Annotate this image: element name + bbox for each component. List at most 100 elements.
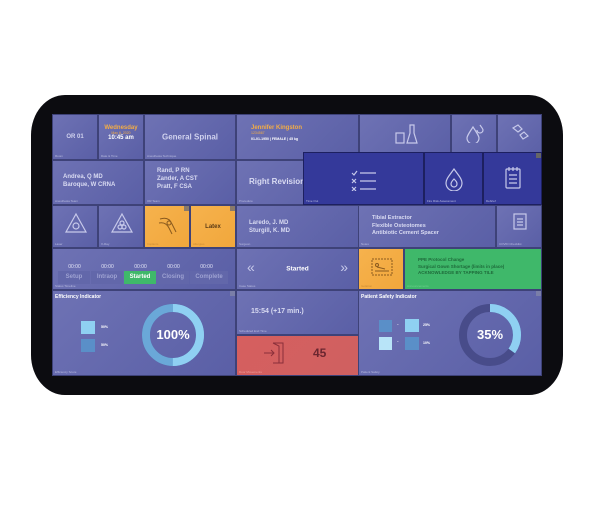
implants-tile[interactable]: Implants	[144, 205, 190, 248]
note-line: Tibial Extractor	[372, 215, 412, 221]
day: Wednesday	[104, 125, 138, 131]
gauge-fill-segment	[459, 304, 521, 366]
announcement-label: Announcements	[407, 284, 429, 288]
room-tile[interactable]: OR 01 Room	[52, 114, 98, 160]
patient-name: Jennifer Kingston	[251, 125, 303, 131]
step-time: 00:00	[101, 264, 114, 270]
safety-gauge	[459, 304, 521, 366]
implants-label: Implants	[147, 242, 159, 246]
fire-icon	[445, 167, 463, 191]
date: May 6, 2020	[111, 131, 131, 135]
efficiency-percent: 100%	[156, 327, 190, 342]
gauge-fill-segment	[142, 304, 204, 366]
surgeon-member: Laredo, J. MD	[249, 220, 289, 226]
or-member: Rand, P RN	[157, 168, 190, 174]
xray-tile[interactable]: X-Ray	[98, 205, 144, 248]
procedure-value: Right Revision	[249, 177, 306, 186]
debrief-tile[interactable]: Debrief	[483, 152, 542, 205]
efficiency-item-value: 50%	[101, 325, 109, 329]
door-movements-tile[interactable]: 45 Door Movements	[236, 335, 359, 376]
note-line: Antibiotic Cement Spacer	[372, 230, 439, 236]
anesthesia-member: Baroque, W CRNA	[63, 182, 116, 188]
step-time: 00:00	[68, 264, 81, 270]
surgeon-tile[interactable]: Laredo, J. MD Sturgill, K. MD Surgeon	[236, 205, 359, 248]
datetime-label: Date & Time	[101, 154, 118, 158]
tile-corner-badge	[230, 206, 235, 211]
step-time: 00:00	[200, 264, 213, 270]
announcement-line: PPE Protocol Change	[418, 257, 465, 262]
efficiency-title: Efficiency Indicator	[55, 294, 102, 300]
laser-warning-icon	[64, 212, 88, 233]
laser-label: Laser	[55, 242, 63, 246]
datetime-tile[interactable]: Wednesday May 6, 2020 10:45 am Date & Ti…	[98, 114, 144, 160]
announcement-tile[interactable]: PPE Protocol Change Surgical Gown Shorta…	[404, 248, 542, 290]
laser-tile[interactable]: Laser	[52, 205, 98, 248]
next-status-chevron-icon[interactable]: »	[340, 259, 348, 275]
anesthesia-technique-label: Anesthesia Technique	[147, 154, 177, 158]
efficiency-item-value: 50%	[101, 343, 109, 347]
checklist-icon	[351, 170, 376, 191]
allergies-label: Allergies	[193, 242, 205, 246]
end-time-tile[interactable]: 15:54 (+17 min.) Scheduled End Time	[236, 290, 359, 335]
drop-icon	[405, 337, 419, 350]
note-line: Flexible Osteotomes	[372, 222, 426, 229]
anesthesia-team-label: Anesthesia Team	[55, 199, 78, 203]
allergies-value: Latex	[205, 223, 221, 230]
allergies-tile[interactable]: Latex Allergies	[190, 205, 236, 248]
safety-item-value: 10%	[423, 341, 431, 345]
anesthesia-team-tile[interactable]: Andrea, Q MD Baroque, W CRNA Anesthesia …	[52, 160, 144, 205]
isolation-label: Isolation	[361, 284, 373, 288]
door-icon	[379, 320, 392, 332]
step-time: 00:00	[134, 264, 147, 270]
time-out-tile[interactable]: Time Out	[303, 152, 424, 205]
patient-details: 01-01-1950 | FEMALE | 45 kg	[251, 137, 299, 141]
safety-item-value: 25%	[423, 323, 431, 327]
anesthesia-technique-value: General Spinal	[161, 132, 219, 142]
covid-label: COVID Checklist	[499, 242, 522, 246]
time-out-label: Time Out	[306, 199, 319, 203]
notes-tile[interactable]: Tibial Extractor Flexible Osteotomes Ant…	[358, 205, 496, 248]
efficiency-label: Efficiency Score	[55, 370, 77, 374]
step-closing-button[interactable]: Closing	[157, 271, 189, 284]
previous-status-chevron-icon[interactable]: «	[247, 259, 255, 275]
surgeon-member: Sturgill, K. MD	[249, 228, 290, 234]
step-time: 00:00	[167, 264, 180, 270]
clock-icon	[81, 321, 95, 334]
or-team-tile[interactable]: Rand, P RN Zander, A CST Pratt, F CSA OR…	[144, 160, 236, 205]
drops-icon	[466, 124, 484, 143]
isolation-tile[interactable]: Isolation	[358, 248, 404, 290]
patient-safety-tile[interactable]: Patient Safety Indicator - 25% - 10% 35%…	[358, 290, 542, 376]
or-team-label: OR Team	[147, 199, 160, 203]
status-timeline-label: Status Timeline	[55, 284, 76, 288]
or-member: Pratt, F CSA	[157, 184, 193, 190]
anesthesia-member: Andrea, Q MD	[63, 174, 103, 180]
end-time-label: Scheduled End Time	[239, 329, 267, 333]
announcement-line: ACKNOWLEDGE BY TAPPING TILE	[418, 270, 494, 275]
case-status-tile: « Started » Case Status	[236, 248, 359, 290]
door-enter-icon	[264, 342, 284, 364]
covid-checklist-tile[interactable]: COVID Checklist	[496, 205, 542, 248]
time: 10:45 am	[108, 135, 134, 141]
link-icon	[511, 124, 529, 140]
notes-label: Notes	[361, 242, 369, 246]
fire-risk-label: Fire Risk Assessment	[427, 199, 456, 203]
anesthesia-technique-tile[interactable]: General Spinal Anesthesia Technique	[144, 114, 236, 160]
or-member: Zander, A CST	[157, 176, 198, 182]
case-status-label: Case Status	[239, 284, 256, 288]
step-started-button[interactable]: Started	[124, 271, 156, 284]
step-intraop-button[interactable]: Intraop	[91, 271, 123, 284]
list-icon	[405, 319, 419, 332]
case-status-value: Started	[286, 265, 309, 273]
tile-corner-badge	[536, 153, 541, 158]
step-complete-button[interactable]: Complete	[190, 271, 228, 284]
debrief-label: Debrief	[486, 199, 496, 203]
checklist-icon	[513, 213, 527, 230]
separator-dash: -	[397, 322, 399, 328]
surgeon-label: Surgeon	[239, 242, 251, 246]
room-label: Room	[55, 154, 64, 158]
efficiency-tile[interactable]: Efficiency Indicator 50% 50% 100% Effici…	[52, 290, 236, 376]
equipment-icon	[395, 124, 418, 144]
step-setup-button[interactable]: Setup	[58, 271, 90, 284]
fire-risk-tile[interactable]: Fire Risk Assessment	[424, 152, 483, 205]
radiation-warning-icon	[110, 212, 134, 233]
